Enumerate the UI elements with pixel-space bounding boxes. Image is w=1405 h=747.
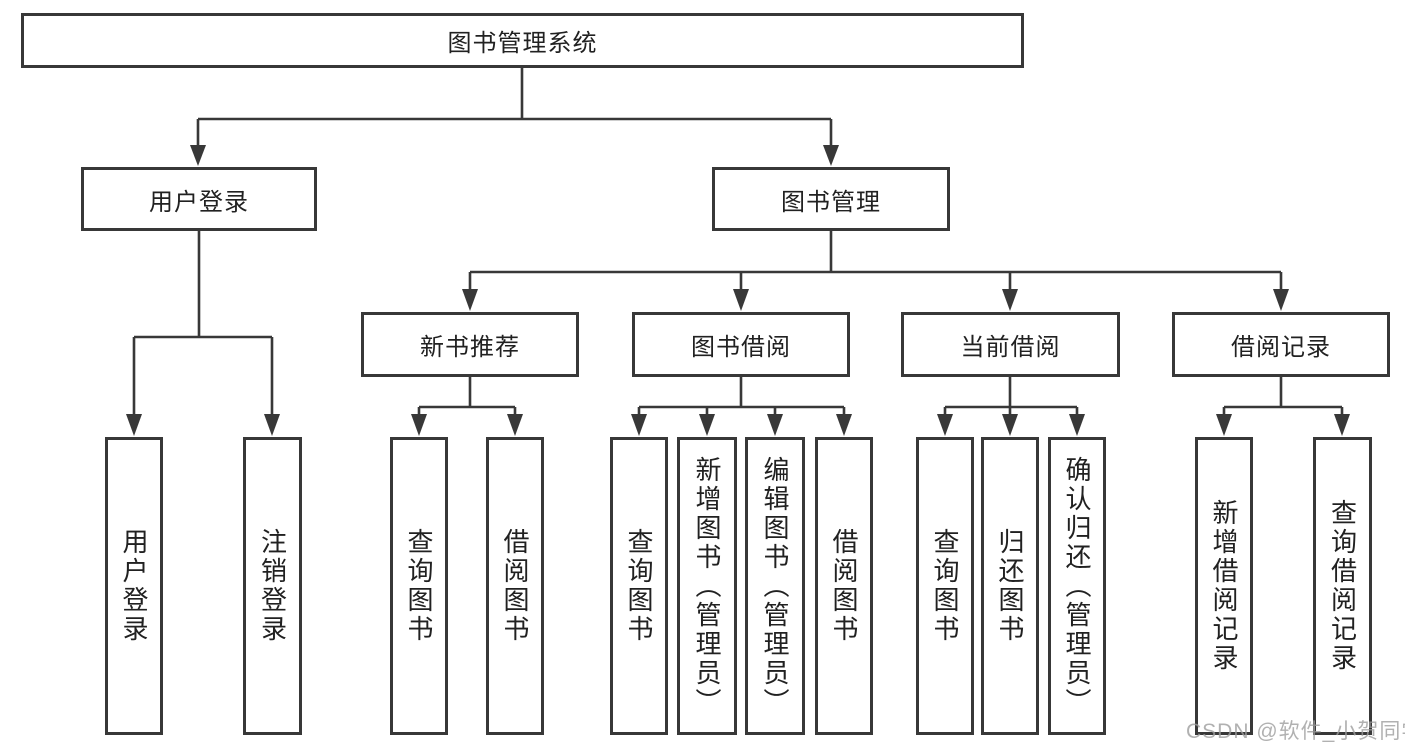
leaf-br-query-record-label: 查询借阅记录 (1327, 499, 1358, 673)
leaf-cb-return-books-label: 归还图书 (995, 528, 1025, 644)
node-borrow-records-label: 借阅记录 (1231, 334, 1331, 361)
leaf-cb-query-books: 查询图书 (916, 437, 974, 735)
leaf-cb-confirm-return-admin: 确认归还（管理员） (1048, 437, 1106, 735)
node-book-management: 图书管理 (712, 167, 950, 231)
leaf-bb-edit-books-admin-label: 编辑图书（管理员） (760, 455, 790, 717)
leaf-user-login-label: 用户登录 (119, 528, 149, 644)
leaf-nb-query-books-label: 查询图书 (404, 528, 434, 644)
edge-current-borrow-to-leaves (943, 377, 1079, 416)
edge-borrow-records-to-leaves (1222, 377, 1344, 416)
edge-new-book-recommend-to-leaves (417, 377, 517, 416)
node-book-borrow: 图书借阅 (632, 312, 850, 377)
leaf-bb-borrow-books-label: 借阅图书 (829, 528, 859, 644)
leaf-bb-borrow-books: 借阅图书 (815, 437, 873, 735)
leaf-br-query-record: 查询借阅记录 (1313, 437, 1372, 735)
node-library-system-label: 图书管理系统 (447, 30, 598, 57)
arrowheads (126, 145, 1350, 436)
node-library-system: 图书管理系统 (21, 13, 1024, 68)
leaf-nb-borrow-books: 借阅图书 (486, 437, 544, 735)
leaf-user-login: 用户登录 (105, 437, 163, 735)
leaf-bb-query-books-label: 查询图书 (624, 528, 654, 644)
node-new-book-recommend: 新书推荐 (361, 312, 579, 377)
leaf-bb-query-books: 查询图书 (610, 437, 668, 735)
leaf-bb-add-books-admin-label: 新增图书（管理员） (692, 455, 722, 717)
leaf-logout: 注销登录 (243, 437, 302, 735)
leaf-nb-borrow-books-label: 借阅图书 (500, 528, 530, 644)
edge-book-management-to-level3 (468, 231, 1283, 291)
edge-book-borrow-to-leaves (637, 377, 846, 416)
leaf-nb-query-books: 查询图书 (390, 437, 448, 735)
leaf-bb-edit-books-admin: 编辑图书（管理员） (745, 437, 805, 735)
node-book-management-label: 图书管理 (781, 188, 881, 216)
leaf-cb-query-books-label: 查询图书 (930, 528, 960, 644)
leaf-cb-return-books: 归还图书 (981, 437, 1039, 735)
node-new-book-recommend-label: 新书推荐 (420, 334, 520, 361)
node-user-login-label: 用户登录 (149, 188, 249, 216)
csdn-watermark: CSDN @软件_小贺同学 (1186, 720, 1405, 743)
node-current-borrow: 当前借阅 (901, 312, 1120, 377)
leaf-bb-add-books-admin: 新增图书（管理员） (677, 437, 737, 735)
leaf-br-add-record: 新增借阅记录 (1195, 437, 1253, 735)
node-current-borrow-label: 当前借阅 (960, 334, 1061, 361)
edge-root-to-level2 (196, 68, 833, 147)
leaf-logout-label: 注销登录 (257, 528, 288, 644)
node-book-borrow-label: 图书借阅 (691, 334, 791, 361)
node-user-login: 用户登录 (81, 167, 317, 231)
leaf-br-add-record-label: 新增借阅记录 (1209, 499, 1239, 673)
node-borrow-records: 借阅记录 (1172, 312, 1390, 377)
edge-user-login-to-leaves (132, 231, 274, 416)
leaf-cb-confirm-return-admin-label: 确认归还（管理员） (1062, 455, 1092, 717)
